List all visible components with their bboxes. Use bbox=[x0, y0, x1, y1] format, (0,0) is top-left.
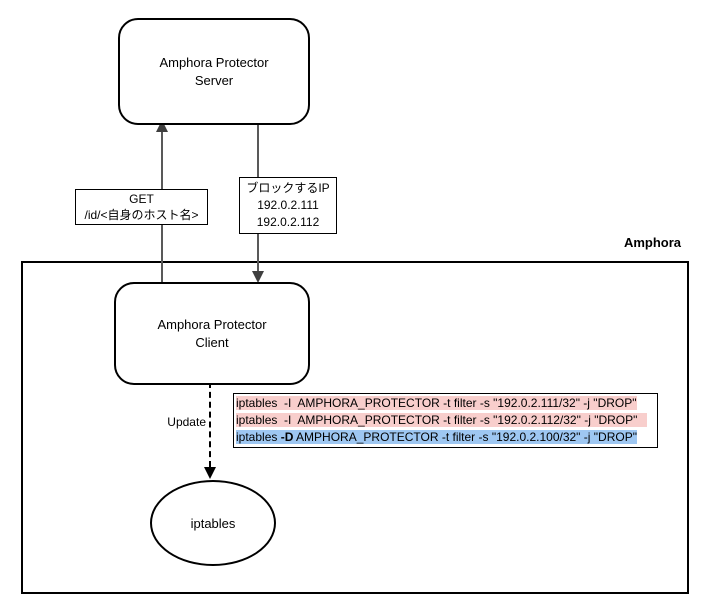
dashed-arrow-down-icon bbox=[204, 467, 216, 479]
block-ip-label-line2: 192.0.2.111 bbox=[257, 198, 319, 212]
iptables-command-add-1-text: iptables -I AMPHORA_PROTECTOR -t filter … bbox=[236, 396, 637, 410]
get-request-label-line2: /id/<自身のホスト名> bbox=[84, 208, 199, 222]
iptables-command-delete-suffix: AMPHORA_PROTECTOR -t filter -s "192.0.2.… bbox=[293, 430, 637, 444]
iptables-command-delete-text: iptables -D AMPHORA_PROTECTOR -t filter … bbox=[236, 430, 637, 444]
amphora-container-label: Amphora bbox=[623, 235, 681, 250]
update-arrow-line bbox=[209, 382, 211, 467]
iptables-command-add-1: iptables -I AMPHORA_PROTECTOR -t filter … bbox=[236, 395, 657, 412]
iptables-command-delete-flag: -D bbox=[280, 430, 294, 444]
block-ip-label: ブロックするIP 192.0.2.111 192.0.2.112 bbox=[239, 177, 337, 234]
server-node-label-line1: Amphora Protector bbox=[159, 54, 269, 70]
amphora-container bbox=[21, 261, 689, 594]
get-request-label-line1: GET bbox=[129, 192, 154, 206]
iptables-commands-block: iptables -I AMPHORA_PROTECTOR -t filter … bbox=[233, 393, 658, 448]
iptables-command-delete-prefix: iptables bbox=[236, 430, 281, 444]
iptables-node: iptables bbox=[150, 480, 276, 566]
client-node: Amphora Protector Client bbox=[114, 282, 310, 385]
block-ip-label-line1: ブロックするIP bbox=[246, 181, 330, 195]
arrow-down-icon bbox=[252, 271, 264, 283]
client-node-label-line1: Amphora Protector bbox=[157, 316, 267, 332]
iptables-command-add-2-text: iptables -I AMPHORA_PROTECTOR -t filter … bbox=[236, 413, 648, 427]
iptables-command-delete: iptables -D AMPHORA_PROTECTOR -t filter … bbox=[236, 429, 657, 446]
server-node-label-line2: Server bbox=[194, 72, 234, 88]
client-node-label-line2: Client bbox=[195, 334, 229, 350]
update-label: Update bbox=[167, 415, 206, 429]
iptables-node-label: iptables bbox=[190, 515, 236, 531]
get-request-label: GET /id/<自身のホスト名> bbox=[75, 189, 208, 225]
iptables-command-add-2: iptables -I AMPHORA_PROTECTOR -t filter … bbox=[236, 412, 657, 429]
server-node: Amphora Protector Server bbox=[118, 18, 310, 125]
block-ip-label-line3: 192.0.2.112 bbox=[256, 215, 320, 229]
